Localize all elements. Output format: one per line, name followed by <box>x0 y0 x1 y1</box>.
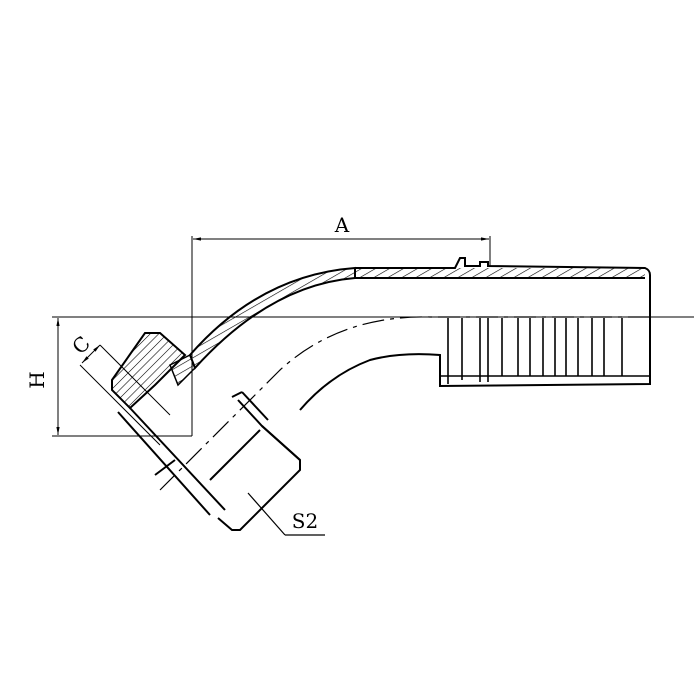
barb-rings <box>447 318 623 384</box>
dimension-a-label: A <box>334 213 350 237</box>
elbow-section <box>169 266 356 387</box>
tail-section <box>299 257 651 411</box>
dimension-a: A <box>191 213 491 436</box>
dimension-h: H <box>25 316 694 437</box>
dimension-s2: S2 <box>247 492 325 536</box>
nut-section <box>111 332 187 410</box>
nut-body <box>117 391 301 531</box>
centerline <box>159 316 650 491</box>
dimension-s2-label: S2 <box>292 509 318 533</box>
dimension-h-label: H <box>25 371 49 388</box>
